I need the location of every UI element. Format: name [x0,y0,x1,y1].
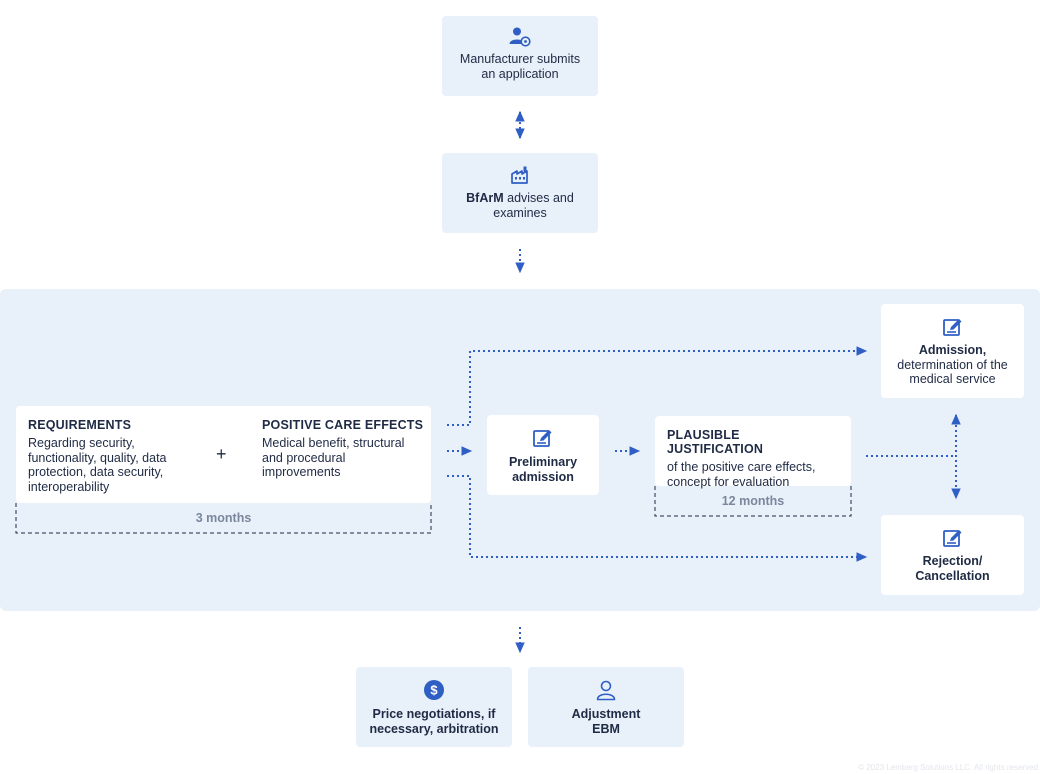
arrow-to-admission [447,346,868,426]
plausible-justification-card: PLAUSIBLE JUSTIFICATION of the positive … [655,416,851,489]
requirements-card: REQUIREMENTS Regarding security, functio… [16,406,431,503]
manufacturer-step: Manufacturer submits an application [442,16,598,96]
edit-icon [942,530,961,547]
duration-12-months: 12 months [721,494,785,508]
rejection-text: Rejection/ Cancellation [915,554,990,583]
bracket-3-months [15,503,432,534]
edit-icon [533,430,552,447]
svg-text:$: $ [430,683,438,698]
bfarm-step: BfArM advises and examines [442,153,598,233]
bracket-12-months [654,486,852,517]
edit-icon [942,319,961,336]
admission-card: Admission, determination of the medical … [881,304,1024,398]
arrow-to-rejection [447,475,868,562]
footer-copyright: © 2023 Lemberg Solutions LLC. All rights… [858,763,1038,772]
user-gear-icon [509,27,531,47]
user-icon [596,680,616,701]
preliminary-admission-text: Preliminary admission [508,455,578,484]
rejection-card: Rejection/ Cancellation [881,515,1024,595]
manufacturer-text: Manufacturer submits an application [459,52,581,81]
factory-icon [511,166,528,184]
positive-care-text: Medical benefit, structural and procedur… [262,436,405,479]
admission-text: Admission, determination of the medical … [897,343,1008,386]
adjustment-ebm-step: Adjustment EBM [528,667,684,747]
preliminary-admission-card: Preliminary admission [487,415,599,495]
plus-sign: + [216,444,227,464]
plausible-title: PLAUSIBLE JUSTIFICATION [667,428,764,456]
plausible-text: of the positive care effects, concept fo… [667,460,816,489]
requirements-text: Regarding security, functionality, quali… [28,436,167,494]
duration-3-months: 3 months [195,511,252,525]
positive-care-title: POSITIVE CARE EFFECTS [262,418,424,432]
price-negotiations-step: $ Price negotiations, if necessary, arbi… [356,667,512,747]
requirements-title: REQUIREMENTS [28,418,132,432]
adjustment-ebm-text: Adjustment EBM [571,707,641,736]
price-negotiations-text: Price negotiations, if necessary, arbitr… [369,707,499,736]
dollar-icon: $ [424,680,444,700]
bfarm-text: BfArM advises and examines [466,191,574,220]
